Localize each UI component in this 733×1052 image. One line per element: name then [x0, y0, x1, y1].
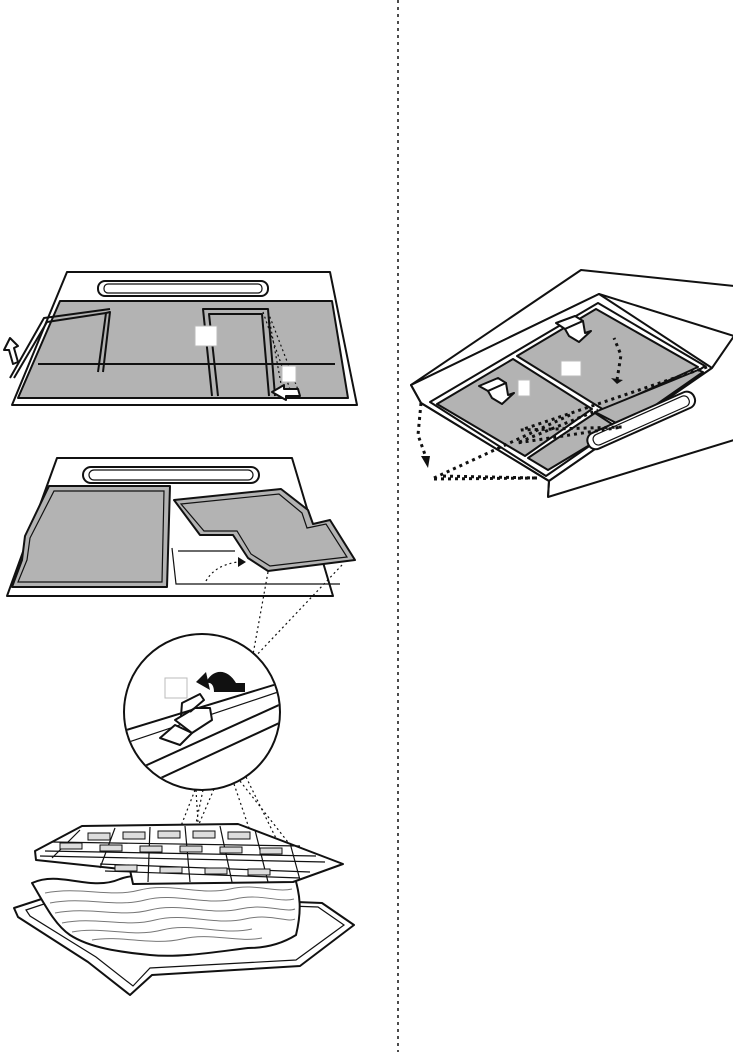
figure-filter-layers	[14, 824, 354, 995]
figure-hood-perspective	[411, 270, 733, 497]
step-label-box	[561, 361, 581, 376]
pull-arrow-icon	[4, 338, 18, 364]
step-label-box	[165, 678, 187, 698]
step-label-box	[195, 326, 217, 346]
figure-hood-filters	[4, 272, 357, 405]
step-label-box	[282, 366, 296, 382]
step-label-box	[518, 380, 530, 396]
figure-filter-removal	[7, 458, 355, 660]
